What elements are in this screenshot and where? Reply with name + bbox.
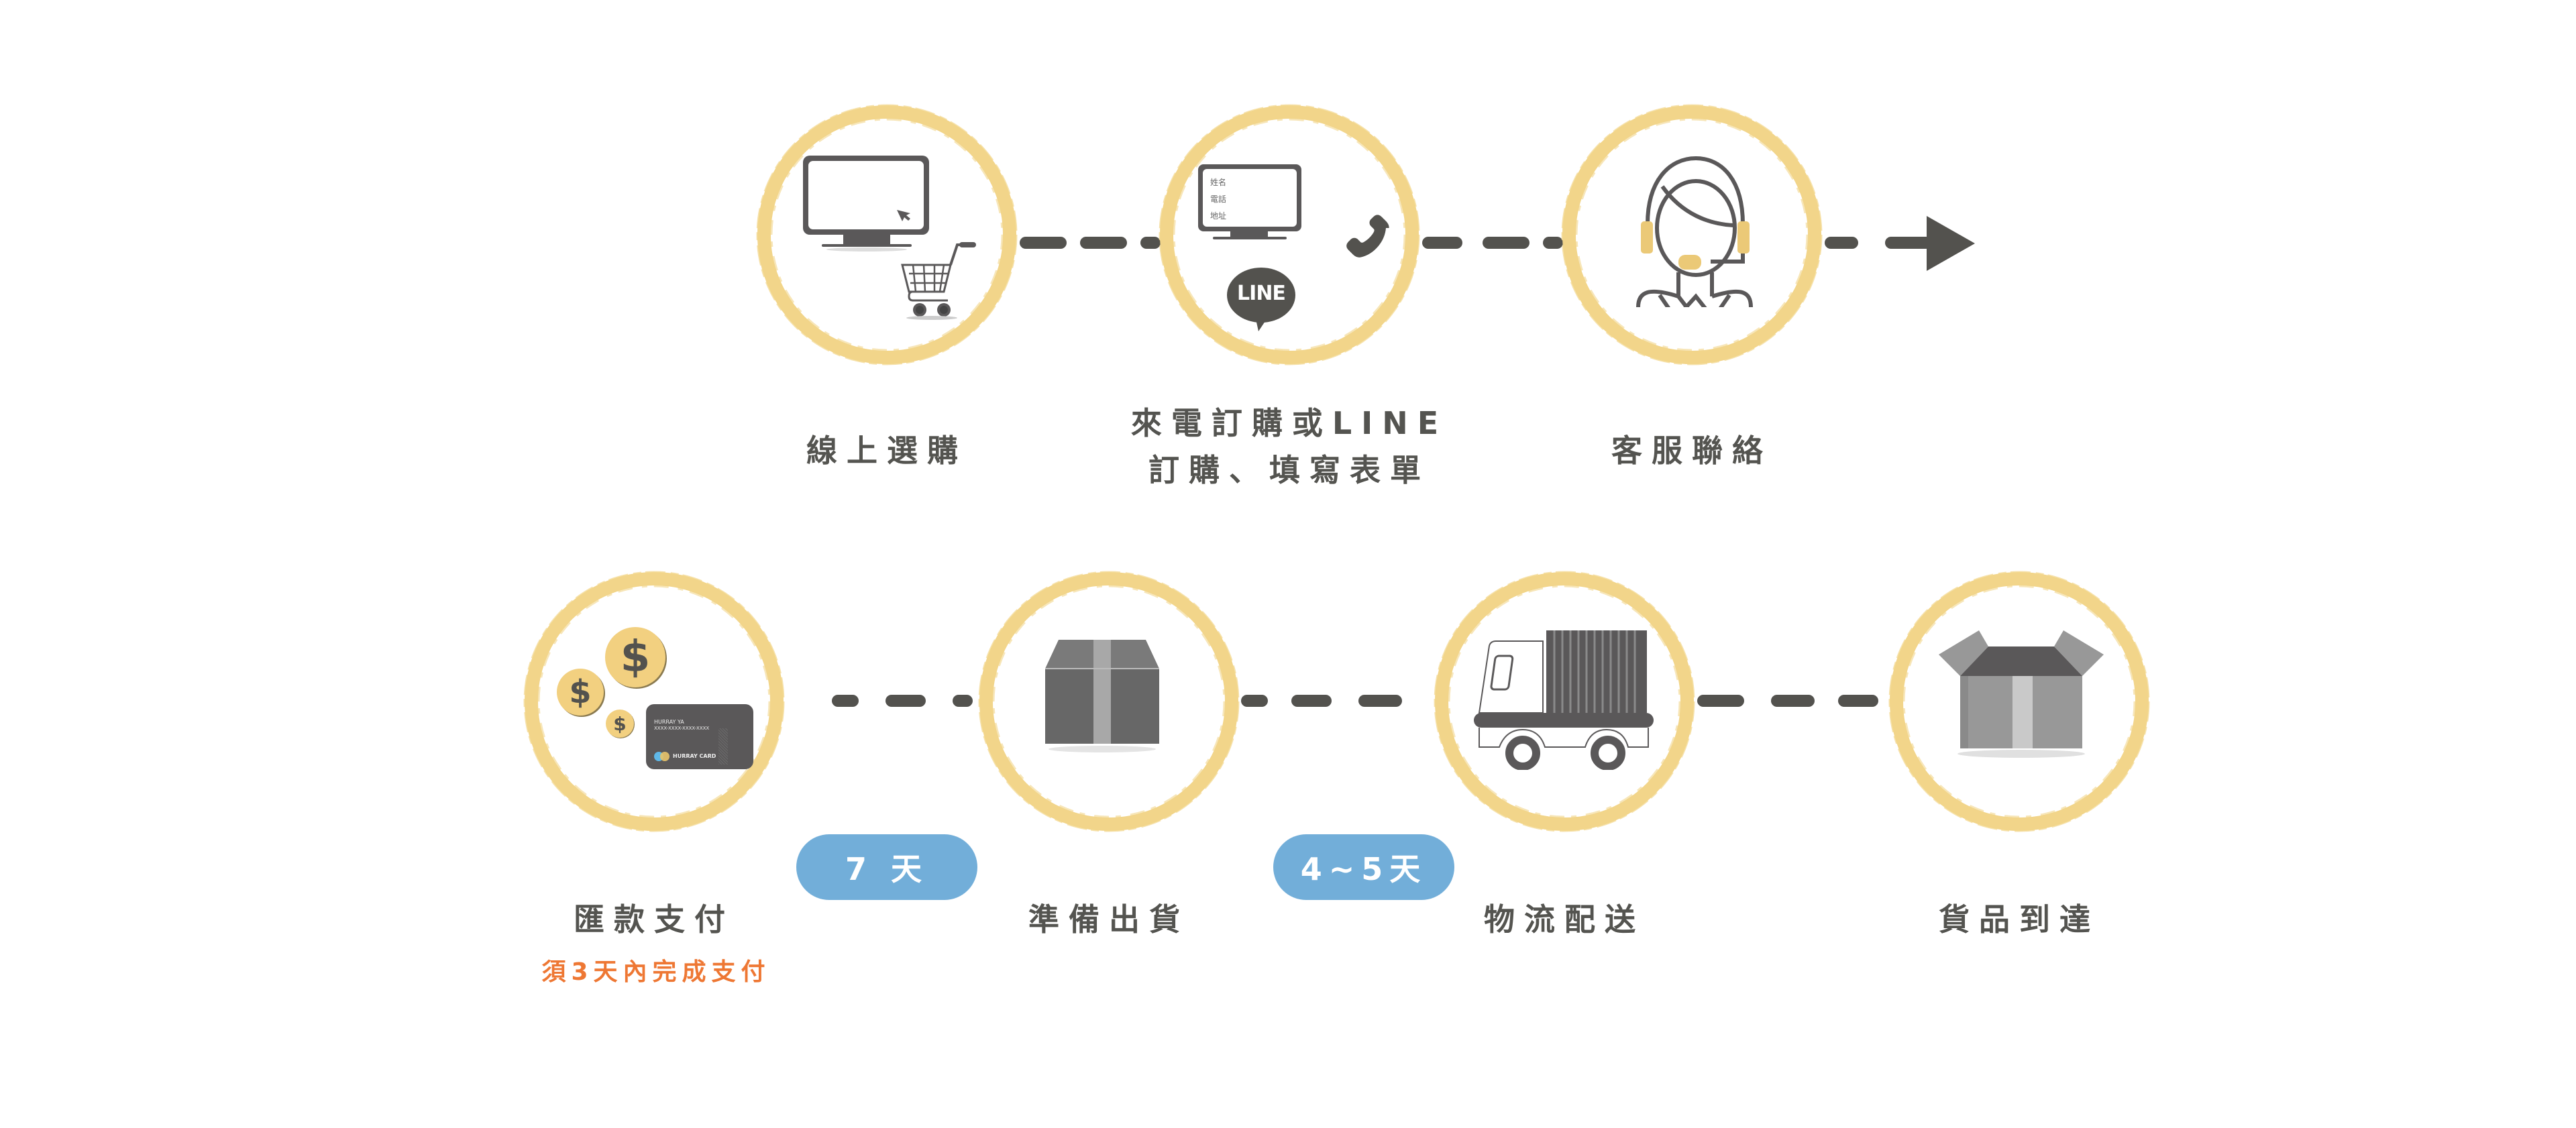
truck-icon [1474, 630, 1654, 770]
connector-dash [885, 695, 926, 707]
step-label: 客服聯絡 [1611, 433, 1772, 469]
connector-dash [1543, 237, 1563, 249]
step-label: 貨品到達 [1939, 901, 2100, 938]
duration-badge: 4~5天 [1273, 834, 1454, 900]
connector-dash [1825, 237, 1858, 249]
connector-dash [1140, 237, 1161, 249]
customer-service-icon [1636, 156, 1753, 307]
coin-large-icon: $ [605, 627, 665, 687]
open-box-icon [1939, 630, 2104, 758]
line-logo-icon: LINE [1226, 267, 1296, 334]
form-field-address: 地址 [1210, 211, 1227, 221]
coin-medium-icon: $ [557, 669, 604, 716]
form-monitor-icon: 姓名 電話 地址 [1197, 163, 1304, 243]
connector-dash [1020, 237, 1067, 249]
step-label-line2: 訂購、填寫表單 [1148, 452, 1430, 488]
step-label: 匯款支付 [574, 901, 735, 938]
step-label: 物流配送 [1484, 901, 1645, 938]
connector-dash [1080, 237, 1127, 249]
connector-dash [1771, 695, 1815, 707]
closed-box-icon [1045, 640, 1159, 752]
payment-deadline-note: 須3天內完成支付 [541, 958, 771, 986]
coin-small-icon: $ [606, 710, 634, 738]
step-label: 來電訂購或LINE 訂購、填寫表單 [1131, 400, 1448, 494]
connector-dash [1838, 695, 1878, 707]
connector-dash [1241, 695, 1268, 707]
step-label: 線上選購 [806, 433, 967, 469]
credit-card-icon: HURRAY YA XXXX-XXXX-XXXX-XXXX HURRAY CAR… [646, 704, 753, 769]
step-label: 準備出貨 [1028, 901, 1189, 938]
connector-dash [832, 695, 859, 707]
connector-dash [953, 695, 973, 707]
step-label-line1: 來電訂購或LINE [1130, 405, 1448, 441]
connector-dash [1697, 695, 1744, 707]
connector-dash [1483, 237, 1529, 249]
phone-icon [1346, 215, 1389, 258]
connector-dash [1422, 237, 1462, 249]
connector-dash [1291, 695, 1332, 707]
form-field-phone: 電話 [1210, 194, 1227, 204]
connector-dash [1358, 695, 1402, 707]
form-field-name: 姓名 [1210, 178, 1227, 187]
computer-cart-icon [803, 156, 976, 320]
arrow-right-icon [1927, 216, 1975, 271]
connector-dash [1885, 237, 1932, 249]
duration-badge: 7 天 [796, 834, 977, 900]
